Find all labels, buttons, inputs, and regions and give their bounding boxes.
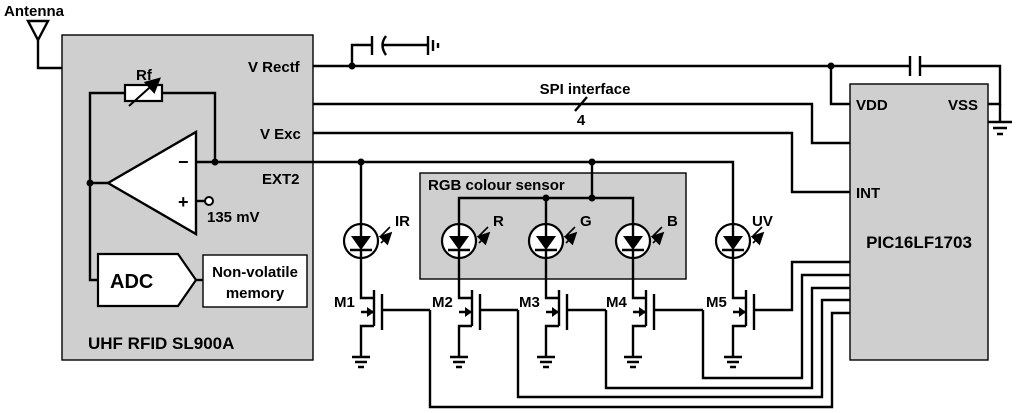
op-amp (105, 129, 198, 237)
op-amp-minus-label: − (178, 152, 189, 172)
capacitor-icon (908, 56, 922, 76)
junction-dot (86, 179, 94, 187)
op-amp-plus-label: + (178, 192, 189, 212)
spi-width-label: 4 (577, 112, 586, 129)
vdd-wire (829, 66, 850, 106)
ground-icon (988, 104, 1012, 136)
led-g-label: G (580, 213, 592, 230)
led-b-label: B (667, 213, 678, 230)
ref-terminal (204, 196, 214, 206)
gate-m3-wire (604, 286, 850, 390)
led-uv-icon (714, 224, 762, 260)
vss-label: VSS (948, 97, 978, 114)
adc-block (96, 252, 198, 308)
v-exc-wire (313, 131, 850, 194)
gate-m1-wire (428, 310, 850, 409)
led-r-label: R (493, 213, 504, 230)
junction-dot (542, 194, 550, 202)
m1-label: M1 (334, 294, 355, 311)
v-rectf-label: V Rectf (248, 59, 301, 76)
opamp-output-wire (88, 181, 108, 282)
junction-dot (211, 158, 219, 166)
ext2-label: EXT2 (262, 171, 300, 188)
int-label: INT (856, 185, 880, 202)
led-ir-label: IR (395, 213, 410, 230)
v-rectf-wire (313, 64, 1002, 106)
spi-interface-label: SPI interface (540, 81, 631, 98)
gate-m2-wire (516, 298, 850, 399)
vdd-label: VDD (856, 97, 888, 114)
ext2-wire (215, 160, 735, 225)
m3-label: M3 (519, 294, 540, 311)
antenna-icon (26, 19, 62, 70)
mosfet-m4-icon (624, 258, 703, 369)
led-b-icon (614, 224, 662, 260)
mcu-block (849, 83, 989, 361)
variable-resistor-icon (123, 77, 164, 107)
memory-label-line2: memory (226, 285, 285, 302)
junction-dot (588, 194, 596, 202)
spi-bus-wire (313, 102, 850, 145)
decoupling-capacitor-icon (350, 35, 440, 66)
m4-label: M4 (606, 294, 627, 311)
led-uv-label: UV (752, 213, 773, 230)
nonvolatile-memory-block (202, 254, 308, 308)
mosfet-m5-icon (724, 258, 850, 369)
feedback-wire (88, 91, 217, 183)
memory-label-line1: Non-volatile (212, 264, 298, 281)
adc-label: ADC (110, 271, 153, 293)
mosfet-m2-icon (450, 258, 518, 369)
rgb-sensor-label: RGB colour sensor (428, 177, 565, 194)
v-exc-label: V Exc (260, 126, 301, 143)
rf-label: Rf (136, 67, 153, 84)
m2-label: M2 (432, 294, 453, 311)
led-ir-icon (342, 224, 390, 260)
spi-bus-slash (574, 96, 588, 112)
antenna-label: Antenna (4, 3, 65, 20)
gate-m4-wire (701, 273, 850, 380)
mcu-label: PIC16LF1703 (866, 233, 972, 252)
mosfet-m3-icon (537, 258, 606, 369)
ref-voltage-label: 135 mV (207, 209, 260, 226)
rfid-chip-label: UHF RFID SL900A (88, 334, 234, 353)
mosfet-m1-icon (352, 258, 430, 369)
m5-label: M5 (706, 294, 727, 311)
